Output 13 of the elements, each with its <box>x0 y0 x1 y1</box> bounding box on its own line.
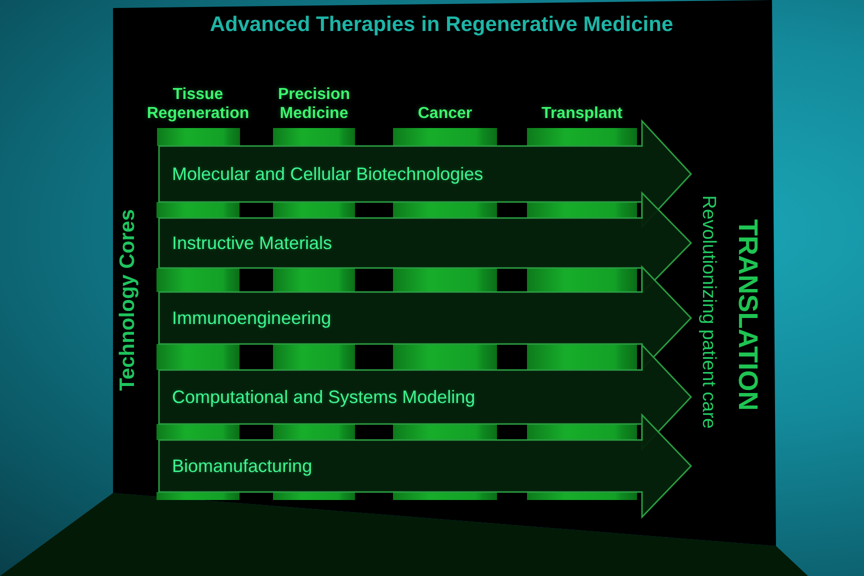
band-label: Molecular and Cellular Biotechnologies <box>172 163 484 186</box>
band-label: Immunoengineering <box>172 307 332 330</box>
band-label: Computational and Systems Modeling <box>172 386 476 409</box>
band-label: Instructive Materials <box>172 232 332 255</box>
band-label: Biomanufacturing <box>172 455 312 478</box>
side-caption: Revolutionizing patient care <box>698 195 719 429</box>
column-heading: Cancer <box>418 104 472 123</box>
column-heading: Tissue Regeneration <box>146 85 250 123</box>
column-heading: Transplant <box>542 104 622 123</box>
side-heading: Technology Cores <box>116 209 139 391</box>
title: Advanced Therapies in Regenerative Medicine <box>210 13 674 37</box>
column-heading: Precision Medicine <box>278 85 350 123</box>
side-heading: TRANSLATION <box>733 219 762 411</box>
